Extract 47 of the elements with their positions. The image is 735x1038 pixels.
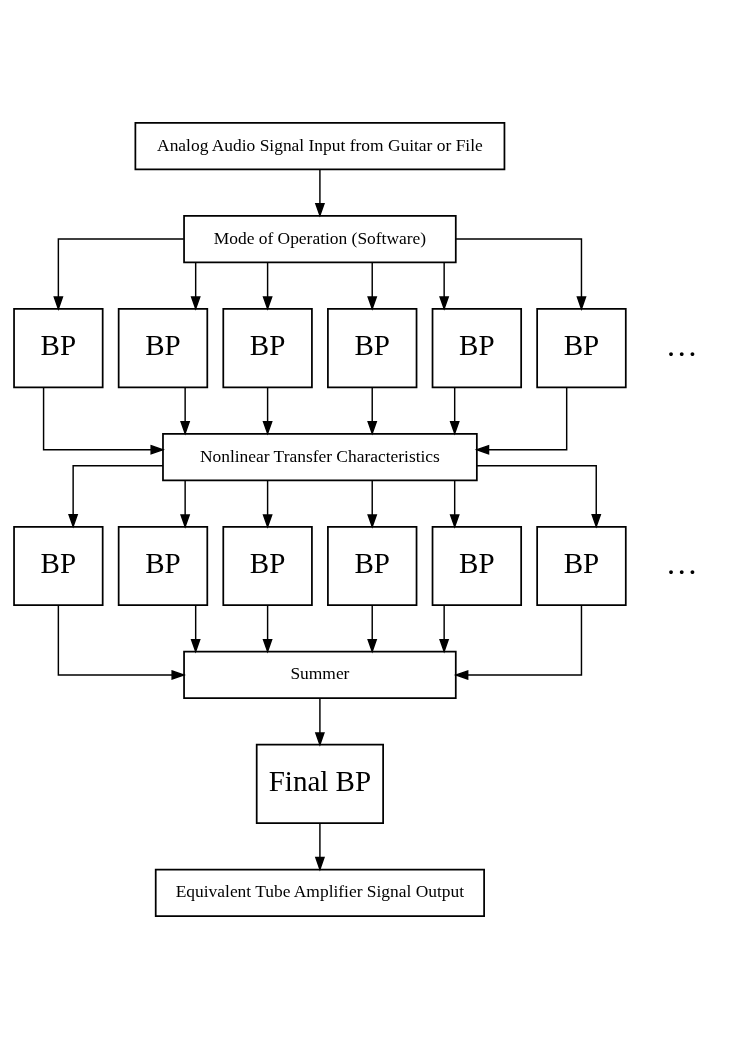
- arrow: [314, 822, 325, 871]
- arrow: [262, 261, 273, 311]
- node-box: BP: [222, 307, 313, 388]
- arrow: [439, 261, 450, 311]
- arrow: [367, 604, 378, 653]
- arrow: [367, 261, 378, 311]
- arrow: [474, 386, 568, 455]
- node-box: BP: [536, 307, 627, 388]
- node-box: BP: [117, 525, 209, 606]
- arrow: [190, 261, 201, 311]
- arrow: [367, 479, 378, 529]
- node-box: BP: [431, 525, 523, 606]
- node-box: BP: [13, 307, 104, 388]
- node-box: BP: [117, 307, 209, 388]
- node-box: Summer: [183, 650, 457, 699]
- arrow: [449, 479, 460, 529]
- arrow: [439, 604, 450, 653]
- arrow: [449, 386, 460, 435]
- arrow: [42, 386, 165, 455]
- node-box: Final BP: [255, 743, 384, 824]
- label: …: [665, 327, 698, 363]
- node-box: BP: [222, 525, 313, 606]
- node-box: Nonlinear Transfer Characteristics: [162, 432, 478, 481]
- node-box: BP: [431, 307, 523, 388]
- arrow: [68, 464, 164, 529]
- arrow: [453, 604, 583, 680]
- arrow: [367, 386, 378, 435]
- arrow: [57, 604, 186, 680]
- arrow: [53, 237, 185, 311]
- arrow: [314, 168, 325, 217]
- node-box: BP: [536, 525, 627, 606]
- arrow: [180, 386, 191, 435]
- arrow: [314, 697, 325, 747]
- arrow: [476, 464, 602, 529]
- node-box: Mode of Operation (Software): [183, 214, 457, 263]
- label: …: [665, 545, 698, 581]
- arrow: [190, 604, 201, 653]
- arrow: [262, 604, 273, 653]
- arrow: [180, 479, 191, 529]
- node-box: BP: [327, 307, 418, 388]
- arrow: [455, 237, 587, 311]
- arrow: [262, 386, 273, 435]
- node-box: Equivalent Tube Amplifier Signal Output: [154, 868, 485, 917]
- node-box: Analog Audio Signal Input from Guitar or File: [134, 121, 506, 170]
- node-box: BP: [327, 525, 418, 606]
- arrow: [262, 479, 273, 529]
- node-box: BP: [13, 525, 104, 606]
